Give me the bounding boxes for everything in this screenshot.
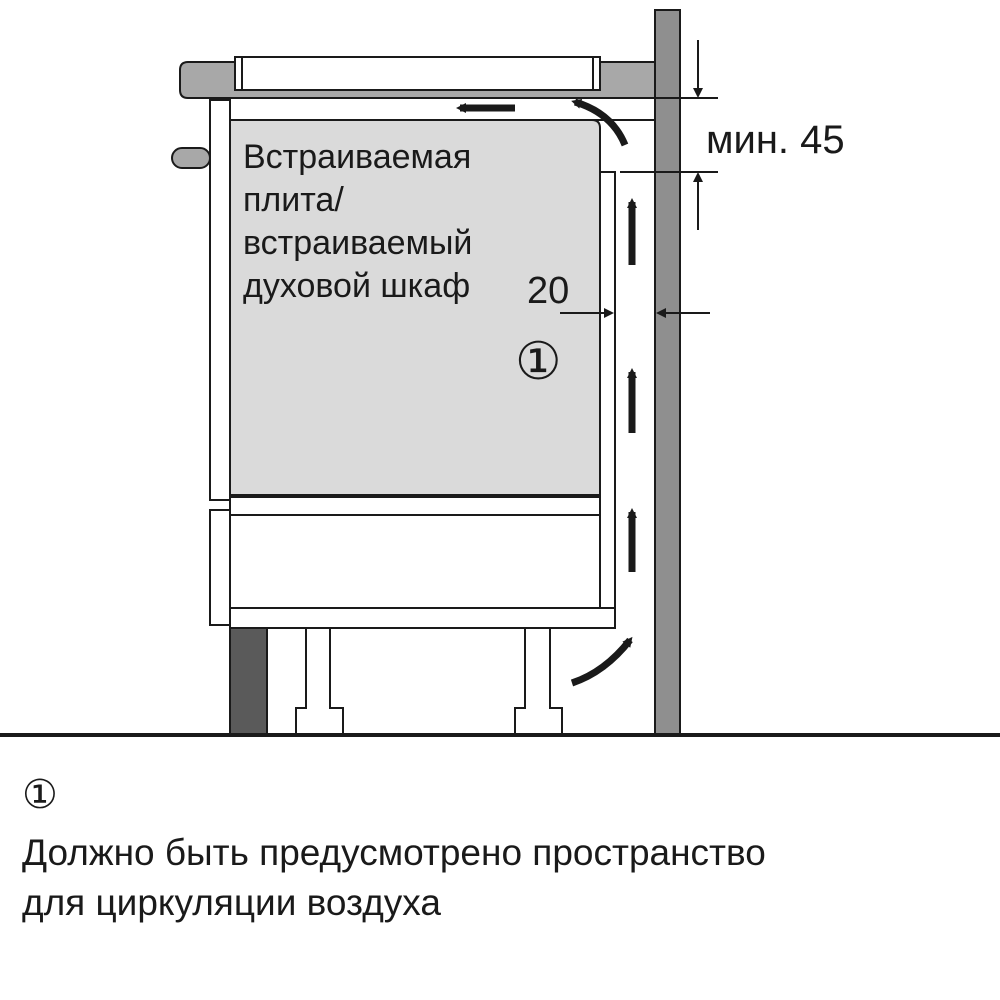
cabinet-foot: [295, 627, 344, 736]
drawer-front: [209, 509, 231, 626]
appliance-label-line: духовой шкаф: [243, 267, 470, 305]
legend-line: Должно быть предусмотрено пространство: [22, 832, 766, 873]
wall: [654, 9, 681, 736]
cabinet-foot: [514, 627, 563, 736]
drawer-rail: [229, 496, 601, 516]
legend-text: Должно быть предусмотрено пространство д…: [22, 828, 766, 928]
legend-marker: ①: [22, 773, 58, 817]
top-gap-label: мин. 45: [706, 118, 845, 162]
cabinet-side-panel: [599, 171, 616, 609]
door-front-panel: [209, 99, 231, 501]
control-knob: [171, 147, 211, 169]
cooktop: [234, 56, 601, 91]
dimension-top-gap: [620, 40, 718, 230]
appliance-label-line: встраиваемый: [243, 224, 472, 262]
drawer-body: [229, 514, 601, 609]
plinth: [229, 627, 268, 736]
callout-marker: ①: [515, 333, 562, 391]
cabinet-bottom: [229, 607, 616, 629]
airflow-arrows: [456, 98, 637, 687]
legend-line: для циркуляции воздуха: [22, 882, 441, 923]
appliance-label-line: Встраиваемая: [243, 138, 471, 176]
side-gap-label: 20: [527, 270, 569, 312]
appliance-label-line: плита/: [243, 181, 344, 219]
